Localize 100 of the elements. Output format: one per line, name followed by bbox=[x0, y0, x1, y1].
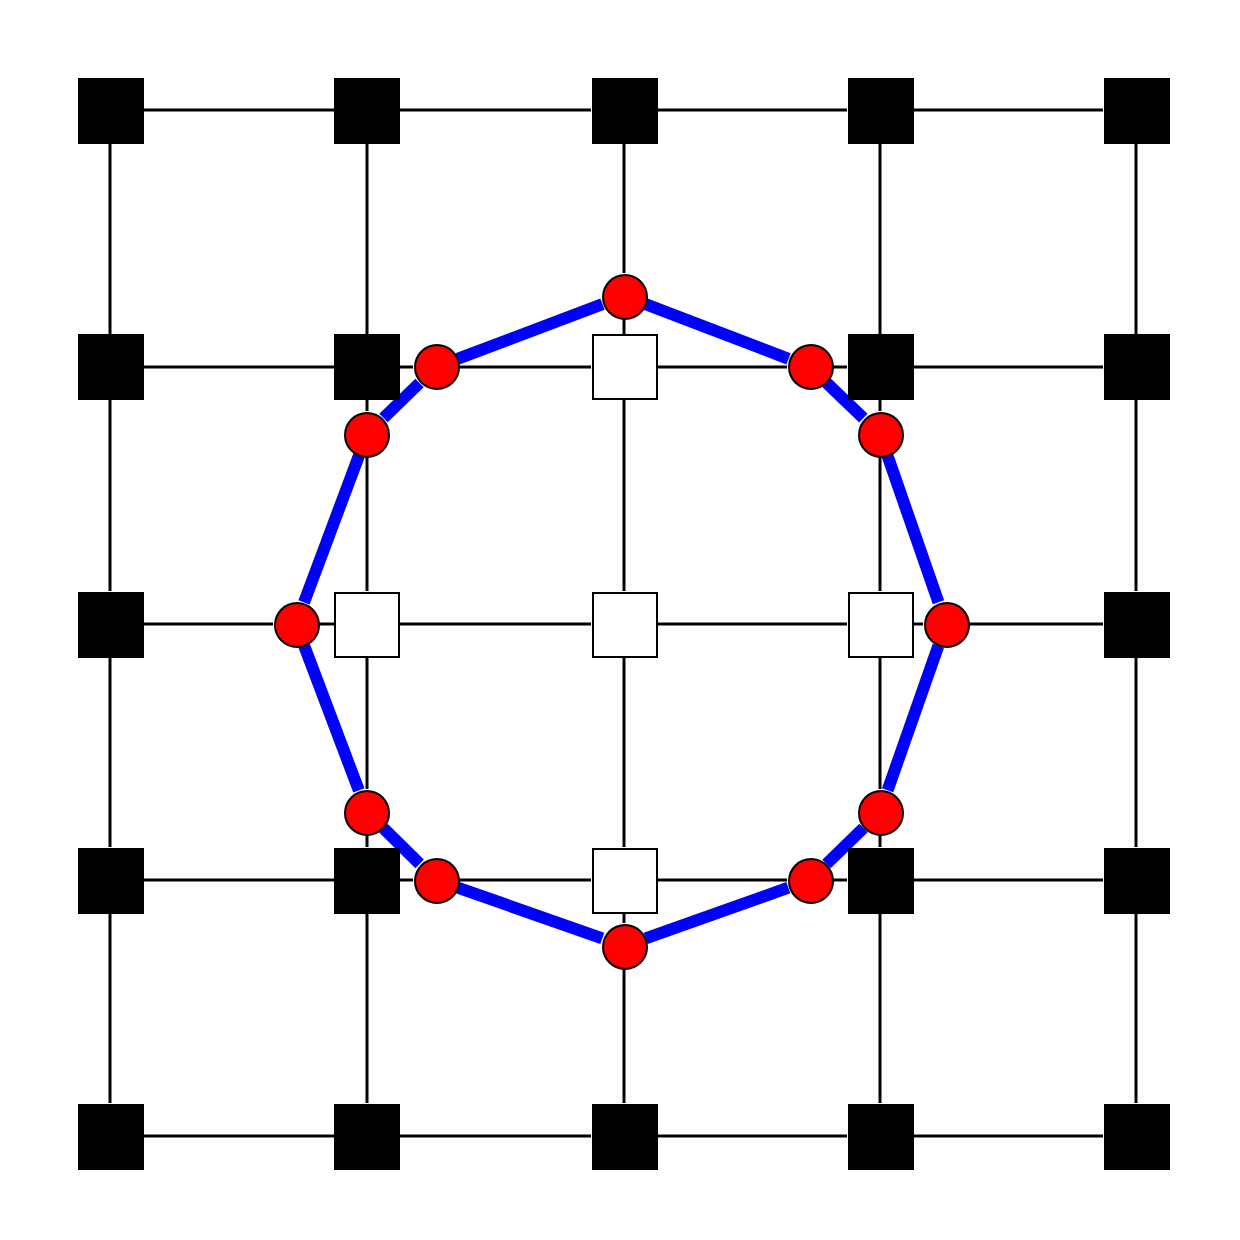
grid-line bbox=[913, 878, 1103, 882]
square-node bbox=[77, 1103, 143, 1169]
square-node bbox=[1103, 591, 1169, 657]
polygon-edge bbox=[643, 882, 791, 944]
grid-line bbox=[622, 400, 626, 591]
grid-line bbox=[400, 108, 591, 112]
circle-node bbox=[787, 344, 833, 390]
square-node bbox=[1103, 77, 1169, 143]
square-node bbox=[334, 847, 400, 913]
square-node bbox=[1103, 334, 1169, 400]
grid-line bbox=[622, 657, 626, 847]
square-node bbox=[591, 1103, 657, 1169]
grid-line bbox=[365, 400, 369, 411]
grid-line bbox=[400, 1134, 591, 1138]
square-node bbox=[334, 77, 400, 143]
grid-line bbox=[913, 108, 1103, 112]
square-node bbox=[847, 334, 913, 400]
grid-line bbox=[913, 1134, 1103, 1138]
square-node bbox=[591, 334, 657, 400]
square-node bbox=[847, 591, 913, 657]
grid-line bbox=[622, 143, 626, 273]
grid-line bbox=[657, 365, 787, 369]
grid-line bbox=[833, 365, 847, 369]
square-node bbox=[591, 847, 657, 913]
grid-line bbox=[622, 913, 626, 923]
circle-node bbox=[273, 601, 319, 647]
grid-line bbox=[913, 365, 1103, 369]
circle-node bbox=[601, 273, 647, 319]
grid-line bbox=[108, 657, 112, 847]
polygon-edge bbox=[455, 298, 605, 365]
grid-line bbox=[657, 1134, 847, 1138]
grid-line bbox=[365, 835, 369, 847]
grid-line bbox=[108, 913, 112, 1103]
square-node bbox=[591, 591, 657, 657]
grid-line bbox=[969, 622, 1103, 626]
square-node bbox=[847, 77, 913, 143]
square-node bbox=[591, 77, 657, 143]
grid-line bbox=[365, 457, 369, 591]
polygon-edge bbox=[822, 823, 868, 869]
grid-line bbox=[1134, 400, 1138, 591]
grid-line bbox=[1134, 143, 1138, 334]
grid-line bbox=[878, 657, 882, 789]
polygon-edge bbox=[643, 298, 791, 365]
grid-line bbox=[400, 878, 413, 882]
grid-line bbox=[913, 622, 923, 626]
circle-node bbox=[857, 411, 903, 457]
grid-line bbox=[878, 143, 882, 334]
polygon-edge bbox=[881, 643, 945, 793]
grid-line bbox=[143, 878, 334, 882]
square-node bbox=[334, 334, 400, 400]
grid-line bbox=[459, 365, 591, 369]
grid-line bbox=[622, 969, 626, 1103]
grid-line bbox=[833, 878, 847, 882]
grid-line bbox=[1134, 657, 1138, 847]
square-node bbox=[77, 77, 143, 143]
circle-node bbox=[601, 923, 647, 969]
grid-line bbox=[657, 878, 787, 882]
polygon-edge bbox=[822, 378, 868, 423]
grid-line bbox=[878, 835, 882, 847]
polygon-edge bbox=[298, 453, 365, 605]
circle-node bbox=[344, 411, 390, 457]
square-node bbox=[334, 1103, 400, 1169]
square-node bbox=[334, 591, 400, 657]
grid-line bbox=[657, 108, 847, 112]
grid-line bbox=[143, 622, 273, 626]
grid-line bbox=[1134, 913, 1138, 1103]
grid-line bbox=[400, 365, 413, 369]
grid-line bbox=[365, 657, 369, 789]
square-node bbox=[847, 847, 913, 913]
grid-line bbox=[108, 400, 112, 591]
square-node bbox=[77, 334, 143, 400]
circle-node bbox=[344, 789, 390, 835]
grid-line bbox=[400, 622, 591, 626]
grid-line bbox=[622, 319, 626, 334]
polygon-edge bbox=[881, 453, 945, 605]
grid-line bbox=[365, 913, 369, 1103]
square-node bbox=[1103, 1103, 1169, 1169]
grid-line bbox=[878, 400, 882, 411]
circle-node bbox=[413, 344, 459, 390]
grid-line bbox=[459, 878, 591, 882]
grid-line bbox=[319, 622, 334, 626]
grid-line bbox=[108, 143, 112, 334]
polygon-edge bbox=[379, 378, 424, 423]
square-node bbox=[847, 1103, 913, 1169]
square-node bbox=[1103, 847, 1169, 913]
polygon-edge bbox=[298, 643, 365, 793]
circle-node bbox=[413, 857, 459, 903]
grid-line bbox=[365, 143, 369, 334]
circle-node bbox=[857, 789, 903, 835]
circle-node bbox=[787, 857, 833, 903]
grid-line bbox=[878, 913, 882, 1103]
grid-line bbox=[878, 457, 882, 591]
square-node bbox=[77, 591, 143, 657]
grid-line bbox=[143, 108, 334, 112]
grid-line bbox=[143, 1134, 334, 1138]
polygon-edge bbox=[455, 881, 605, 945]
polygon-edge bbox=[379, 823, 424, 869]
grid-line bbox=[143, 365, 334, 369]
grid-line bbox=[657, 622, 847, 626]
square-node bbox=[77, 847, 143, 913]
